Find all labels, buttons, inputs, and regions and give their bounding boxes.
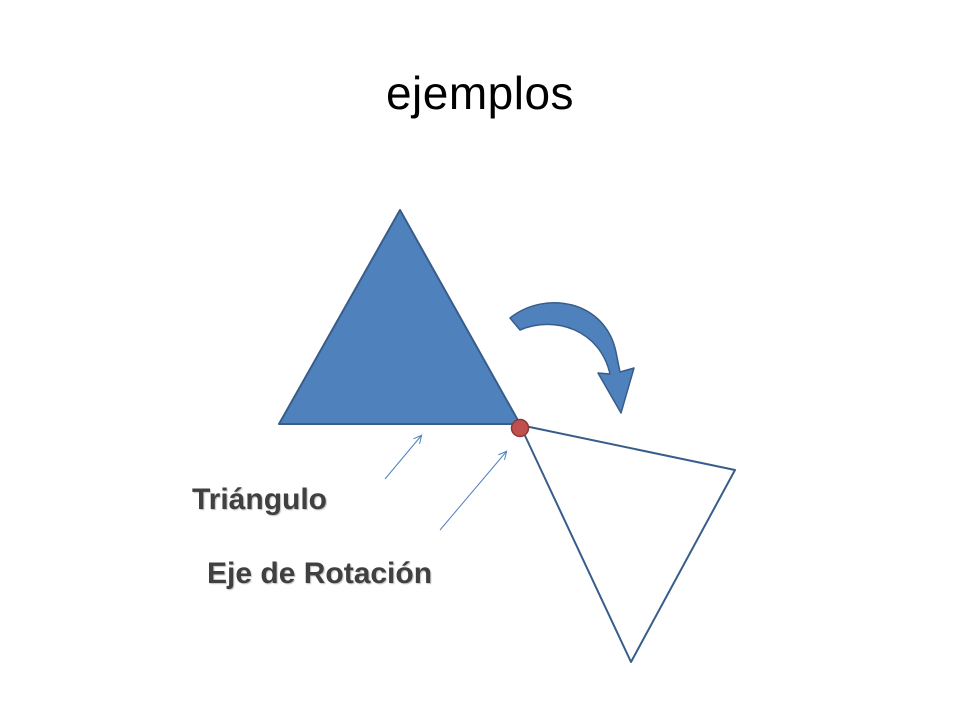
original-triangle (278, 209, 521, 425)
rotated-triangle (519, 424, 736, 663)
triangle-pointer-line (384, 436, 421, 480)
triangle-label: Triángulo (192, 483, 327, 516)
rotation-axis-label: Eje de Rotación (207, 557, 433, 590)
pivot-point-icon (510, 418, 530, 438)
slide-title: ejemplos (385, 67, 575, 119)
axis-pointer-line (439, 452, 506, 531)
curved-arrow-icon (509, 302, 635, 414)
